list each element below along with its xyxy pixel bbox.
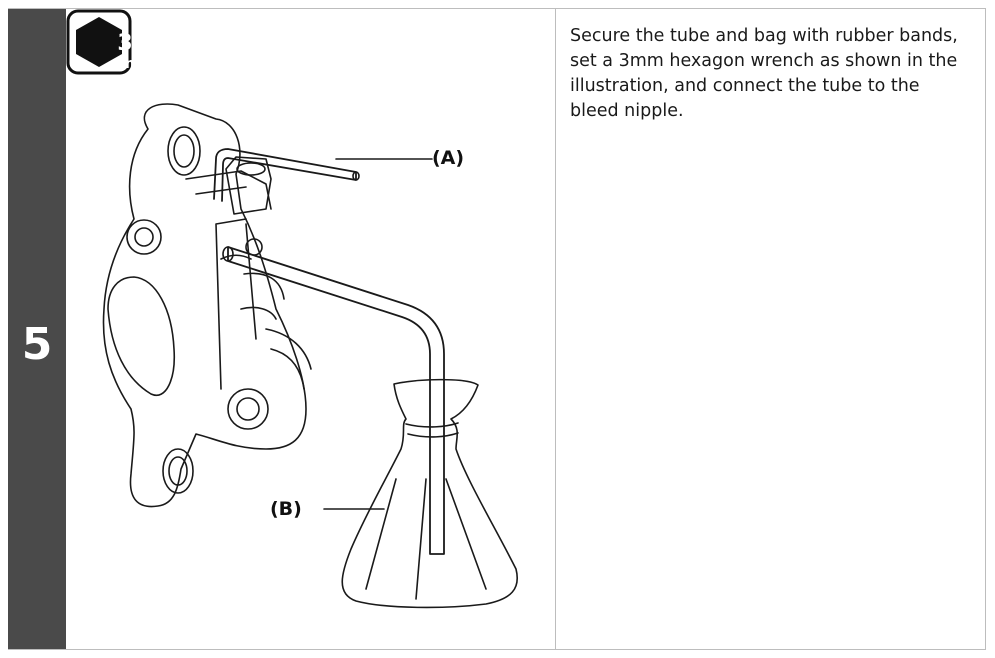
label-b: (B) [270,498,302,520]
tool-size-number: 3 [117,31,133,56]
tool-size-unit: mm [110,56,140,72]
step-card: 5 [8,8,986,650]
mount-hole-top [167,126,201,176]
hex-wrench [213,148,357,202]
illustration-panel: 3 mm (A) (B) [66,9,555,649]
bleed-tube [227,246,445,555]
column-divider [555,9,556,649]
bleed-block [225,156,272,215]
brake-caliper-illustration [102,103,518,609]
label-a: (A) [432,147,465,169]
step-number: 5 [21,319,53,370]
bleed-bag [341,378,518,609]
caliper-body [102,103,307,508]
hex-wrench-size-icon [66,9,132,75]
mount-hole-bottom [162,448,194,494]
instruction-text: Secure the tube and bag with rubber band… [570,26,958,121]
bolt-upper [126,219,162,255]
bolt-lower [227,388,269,430]
step-bar: 5 [8,9,66,649]
